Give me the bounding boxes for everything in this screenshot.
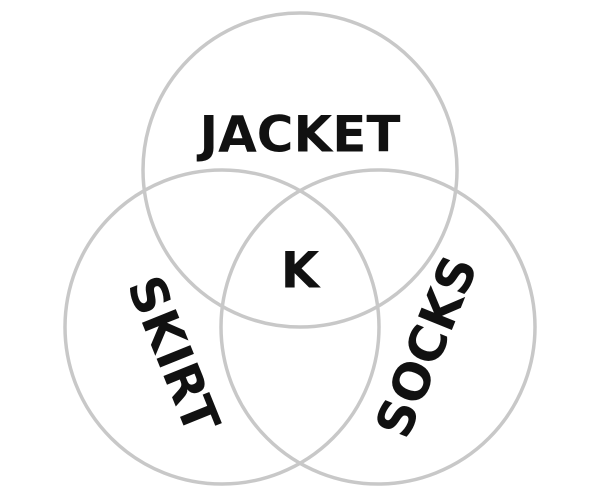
- intersection-label: K: [281, 242, 322, 300]
- skirt-circle: [63, 168, 381, 486]
- jacket-label: JACKET: [196, 106, 400, 164]
- skirt-label: SKIRT: [116, 268, 231, 442]
- jacket-circle: [141, 11, 459, 329]
- socks-label: SOCKS: [364, 248, 489, 446]
- socks-circle: [219, 168, 537, 486]
